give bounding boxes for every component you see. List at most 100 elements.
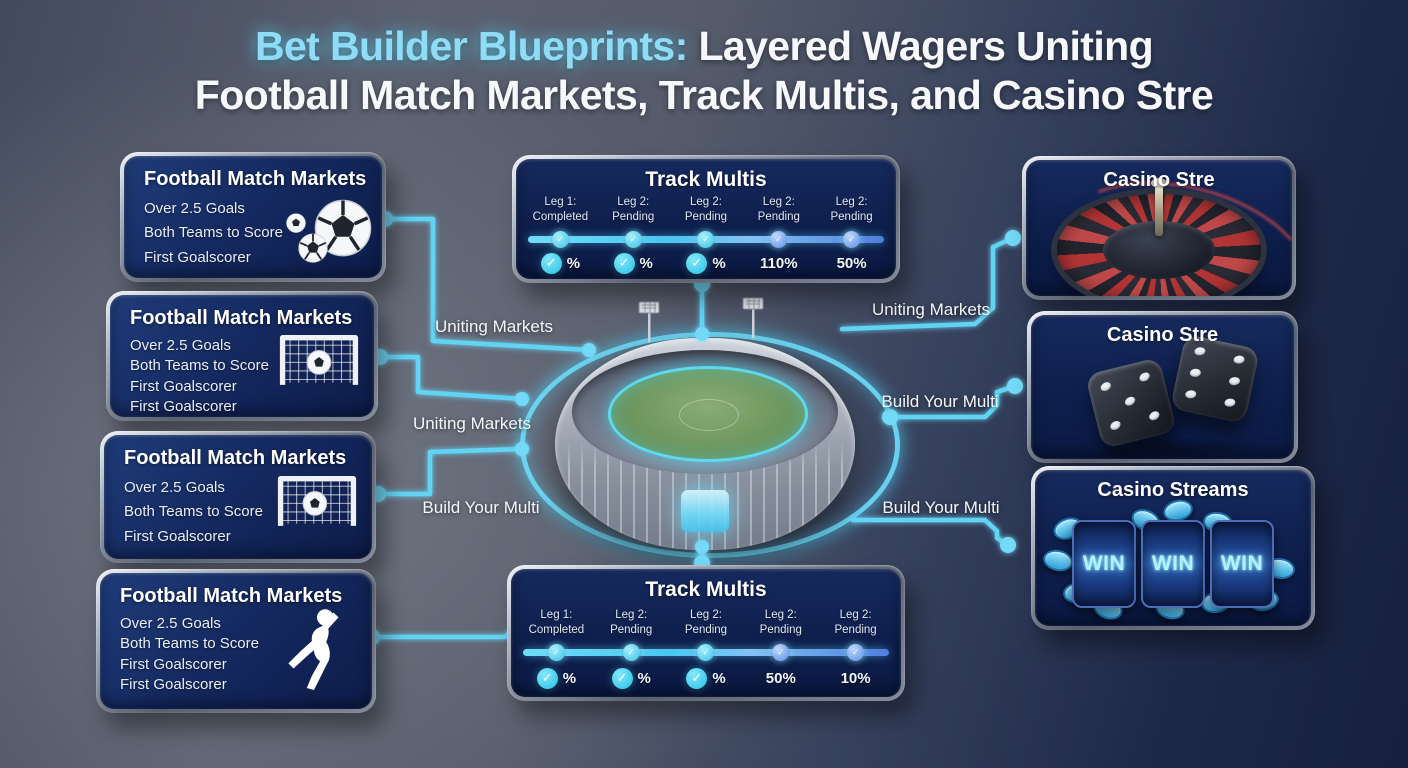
leg-label: Leg 2:Pending	[684, 196, 728, 223]
progress-bar: ✓ ✓ ✓ ✓ ✓	[511, 643, 901, 662]
market-list: Over 2.5 Goals Both Teams to Score First…	[124, 195, 382, 270]
check-icon: ✓	[611, 667, 633, 689]
leg-node-icon: ✓	[622, 643, 640, 661]
leg-label: Leg 1:Completed	[532, 196, 589, 223]
connector-card3-stadium	[375, 446, 525, 497]
dice-icon	[1031, 315, 1294, 459]
leg-label: Leg 2:Pending	[612, 196, 655, 223]
leg-label: Leg 2:Pending	[757, 196, 800, 223]
leg-status: ✓%	[597, 252, 670, 274]
leg-node-icon: ✓	[697, 643, 715, 661]
market-item: Both Teams to Score	[124, 503, 263, 521]
stadium-illustration	[505, 297, 905, 590]
goal-net-icon	[276, 331, 362, 396]
stadium-pitch	[608, 366, 808, 462]
title-line-2: Football Match Markets, Track Multis, an…	[194, 72, 1214, 119]
market-item: First Goalscorer	[130, 398, 237, 416]
market-item: First Goalscorer	[124, 527, 231, 545]
slot-reel: WIN	[1072, 519, 1136, 608]
floodlight-icon	[638, 301, 660, 342]
leg-status: ✓%	[594, 667, 669, 689]
check-icon: ✓	[686, 667, 708, 689]
slot-reel: WIN	[1141, 519, 1205, 608]
floodlight-icon	[742, 297, 764, 338]
card-title: Football Match Markets	[120, 585, 343, 607]
card-title: Football Match Markets	[130, 307, 353, 329]
title-highlight: Bet Builder Blueprints:	[254, 23, 688, 69]
check-icon: ✓	[536, 667, 558, 689]
market-item: Both Teams to Score	[144, 224, 283, 242]
leg-label: Leg 2:Pending	[834, 609, 877, 636]
leg-status: 110%	[760, 254, 798, 272]
leg-label: Leg 2:Pending	[759, 609, 802, 636]
connector-stadium-slots	[850, 517, 1011, 548]
leg-status: ✓%	[524, 252, 597, 274]
football-market-card-2: Football Match Markets Over 2.5 Goals Bo…	[106, 291, 378, 421]
casino-roulette-card: Casino Stre	[1022, 156, 1296, 300]
progress-bar: ✓ ✓ ✓ ✓ ✓	[516, 230, 896, 249]
card-title: Football Match Markets	[144, 168, 367, 190]
die-left	[1084, 356, 1178, 450]
market-item: First Goalscorer	[144, 248, 251, 266]
card-title: Casino Streams	[1097, 479, 1249, 501]
leg-node-icon: ✓	[843, 230, 861, 248]
connector-card2-stadium	[377, 354, 525, 402]
market-item: Over 2.5 Goals	[144, 200, 245, 217]
leg-label: Leg 1:Completed	[528, 609, 585, 636]
slot-reels: WIN WIN WIN	[1072, 519, 1274, 608]
leg-status: ✓%	[669, 667, 744, 689]
market-list: Over 2.5 Goals Both Teams to Score First…	[104, 474, 372, 549]
leg-node-icon: ✓	[847, 643, 865, 661]
leg-label: Leg 2:Pending	[830, 196, 873, 223]
goal-net-icon	[274, 472, 360, 537]
market-item: Over 2.5 Goals	[130, 337, 231, 354]
check-icon: ✓	[540, 252, 562, 274]
casino-dice-card: Casino Stre	[1027, 311, 1298, 463]
market-item: Both Teams to Score	[130, 357, 269, 375]
market-item: Over 2.5 Goals	[124, 479, 225, 496]
market-item: First Goalscorer	[130, 377, 237, 395]
connector-card1-stadium	[382, 216, 592, 353]
leg-status-row: ✓% ✓% ✓% 50% 10%	[511, 667, 901, 689]
connector-stadium-roulette	[839, 235, 1016, 332]
roulette-wheel-icon	[1026, 160, 1292, 296]
title-line-1: Bet Builder Blueprints: Layered Wagers U…	[0, 22, 1408, 71]
market-item: First Goalscorer	[120, 655, 227, 673]
leg-node-icon: ✓	[547, 643, 565, 661]
leg-status: ✓%	[519, 667, 594, 689]
check-icon: ✓	[613, 252, 635, 274]
track-multis-card-top: Track Multis Leg 1:Completed Leg 2:Pendi…	[512, 155, 900, 283]
title-rest: Layered Wagers Uniting	[698, 23, 1154, 69]
card-title: Casino Stre	[1103, 169, 1215, 191]
connector-stadium-dice	[887, 383, 1018, 420]
leg-status: 10%	[840, 669, 871, 687]
page-title: Bet Builder Blueprints: Layered Wagers U…	[0, 22, 1408, 120]
leg-node-icon: ✓	[770, 230, 788, 248]
market-item: Both Teams to Score	[120, 635, 259, 653]
leg-label: Leg 2:Pending	[684, 609, 728, 636]
check-icon: ✓	[686, 252, 708, 274]
market-item: Over 2.5 Goals	[120, 615, 221, 632]
stadium-entrance-glow	[681, 490, 729, 532]
leg-status-row: ✓% ✓% ✓% 110% 50%	[516, 252, 896, 274]
slot-reel: WIN	[1210, 519, 1274, 608]
leg-node-icon: ✓	[624, 230, 642, 248]
track-multis-card-bottom: Track Multis Leg 1:Completed Leg 2:Pendi…	[507, 565, 905, 701]
football-player-icon	[280, 604, 352, 701]
card-title: Track Multis	[645, 578, 767, 601]
market-list: Over 2.5 Goals Both Teams to Score First…	[100, 612, 372, 696]
label-build-your-multi-2: Build Your Multi	[881, 392, 999, 411]
leg-status: 50%	[836, 254, 867, 272]
football-market-card-3: Football Match Markets Over 2.5 Goals Bo…	[100, 431, 376, 563]
label-build-your-multi-1: Build Your Multi	[422, 498, 540, 517]
card-title: Track Multis	[645, 168, 767, 191]
football-market-card-4: Football Match Markets Over 2.5 Goals Bo…	[96, 569, 376, 713]
leg-status: 50%	[765, 669, 796, 687]
soccer-balls-icon	[286, 185, 372, 269]
casino-streams-card: Casino Streams WIN WIN WIN	[1031, 466, 1315, 630]
roulette-spindle	[1151, 178, 1167, 236]
label-uniting-markets-2: Uniting Markets	[412, 414, 532, 433]
slot-machine-icon: WIN WIN WIN	[1035, 470, 1311, 626]
label-build-your-multi-3: Build Your Multi	[882, 498, 1000, 517]
